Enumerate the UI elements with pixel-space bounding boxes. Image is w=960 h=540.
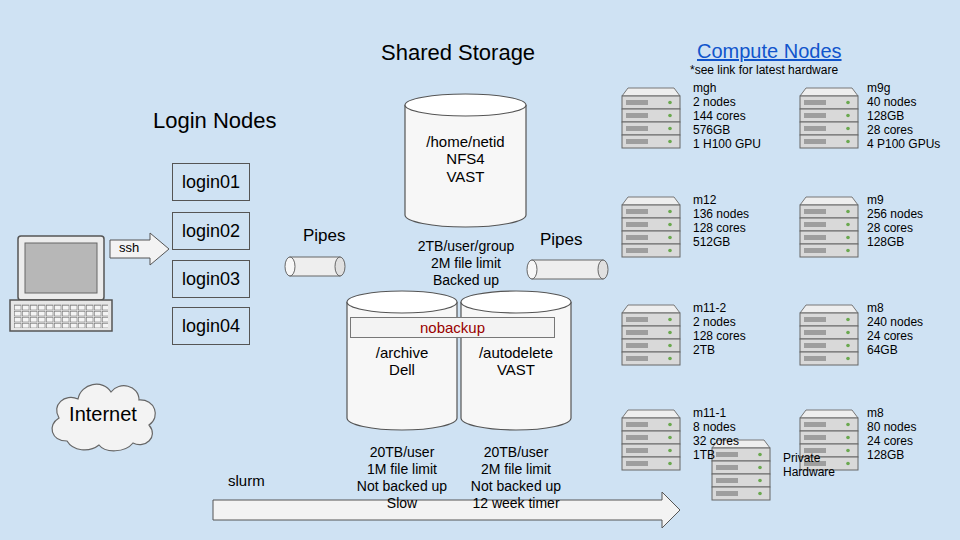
node-text: Internet (69, 403, 137, 426)
storage-cylinder: /archive Dell (346, 290, 458, 430)
server-icon (800, 197, 858, 257)
node-spec: 80 nodes (867, 421, 916, 435)
node-spec: m12 (693, 194, 716, 208)
storage-spec: 1M file limit (367, 461, 437, 477)
node-spec: 2TB (693, 344, 715, 358)
storage-spec: Not backed up (471, 478, 561, 494)
node-spec: 28 cores (867, 124, 913, 138)
storage-spec: 12 week timer (472, 495, 559, 511)
node-text: /archive Dell (346, 344, 458, 379)
node-spec: 144 cores (693, 110, 746, 124)
node-spec: 24 cores (867, 330, 913, 344)
node-text: nobackup (420, 319, 485, 336)
node-text: /autodelete VAST (460, 344, 572, 379)
node-spec: 240 nodes (867, 316, 923, 330)
cloud-shape: Internet (45, 375, 161, 453)
node-text: login04 (182, 316, 240, 337)
node-text: login03 (182, 269, 240, 290)
storage-spec: 2M file limit (481, 461, 551, 477)
storage-spec: 2M file limit (431, 255, 501, 271)
node-spec: 512GB (693, 236, 730, 250)
storage-spec: 2TB/user/group (418, 238, 515, 254)
storage-spec: 20TB/user (370, 444, 435, 460)
node-spec: 128GB (867, 110, 904, 124)
slurm-arrow (213, 492, 680, 528)
laptop-icon (10, 236, 112, 331)
ssh-arrow (110, 233, 169, 265)
node-spec: 128 cores (693, 222, 746, 236)
node-spec: m9 (867, 194, 884, 208)
server-icon (712, 440, 770, 500)
storage-spec: Slow (387, 495, 417, 511)
node-spec: 32 cores (693, 435, 739, 449)
node-spec: m8 (867, 407, 884, 421)
node-spec: 24 cores (867, 435, 913, 449)
node-spec: 8 nodes (693, 421, 736, 435)
node-spec: 2 nodes (693, 96, 736, 110)
node-spec: m11-1 (693, 407, 726, 421)
node-text: login02 (182, 221, 240, 242)
server-icons (622, 88, 858, 500)
server-icon (622, 197, 680, 257)
node-spec: 28 cores (867, 222, 913, 236)
node-spec: 1 H100 GPU (693, 138, 761, 152)
node-spec: 64GB (867, 344, 898, 358)
pipe-label: Pipes (303, 226, 346, 246)
node-spec: Private Hardware (783, 452, 847, 480)
storage-cylinder: /autodelete VAST (460, 290, 572, 430)
login-box: login01 (172, 163, 250, 201)
pipe-right (527, 260, 608, 279)
node-spec: 4 P100 GPUs (867, 138, 940, 152)
node-spec: 128GB (867, 236, 904, 250)
login-box: login03 (172, 260, 250, 298)
node-spec: m9g (867, 82, 890, 96)
server-icon (800, 305, 858, 365)
server-icon (800, 88, 858, 148)
node-spec: 128 cores (693, 330, 746, 344)
node-spec: m8 (867, 302, 884, 316)
server-icon (622, 410, 680, 470)
storage-spec: Not backed up (357, 478, 447, 494)
nobackup-band: nobackup (350, 317, 555, 338)
server-icon (622, 305, 680, 365)
storage-cylinder: /home/netid NFS4 VAST (404, 93, 527, 227)
note: *see link for latest hardware (690, 64, 838, 78)
node-spec: 256 nodes (867, 208, 923, 222)
pipe-left (285, 257, 345, 276)
link-heading: Compute Nodes (697, 40, 842, 63)
node-spec: 2 nodes (693, 316, 736, 330)
node-spec: 40 nodes (867, 96, 916, 110)
node-spec: mgh (693, 82, 716, 96)
node-spec: 576GB (693, 124, 730, 138)
node-text: login01 (182, 172, 240, 193)
login-box: login04 (172, 307, 250, 345)
storage-spec: Backed up (433, 272, 499, 288)
arrow-label: slurm (228, 472, 265, 489)
group-heading: Shared Storage (381, 40, 535, 65)
group-heading: Login Nodes (153, 108, 277, 133)
server-icon (622, 88, 680, 148)
node-spec: 128GB (867, 449, 904, 463)
node-spec: 1TB (693, 449, 715, 463)
node-text: /home/netid NFS4 VAST (404, 133, 527, 185)
login-box: login02 (172, 212, 250, 250)
storage-spec: 20TB/user (484, 444, 549, 460)
node-spec: 136 nodes (693, 208, 749, 222)
node-spec: m11-2 (693, 302, 726, 316)
pipe-label: Pipes (540, 230, 583, 250)
arrow-label: ssh (119, 241, 139, 256)
